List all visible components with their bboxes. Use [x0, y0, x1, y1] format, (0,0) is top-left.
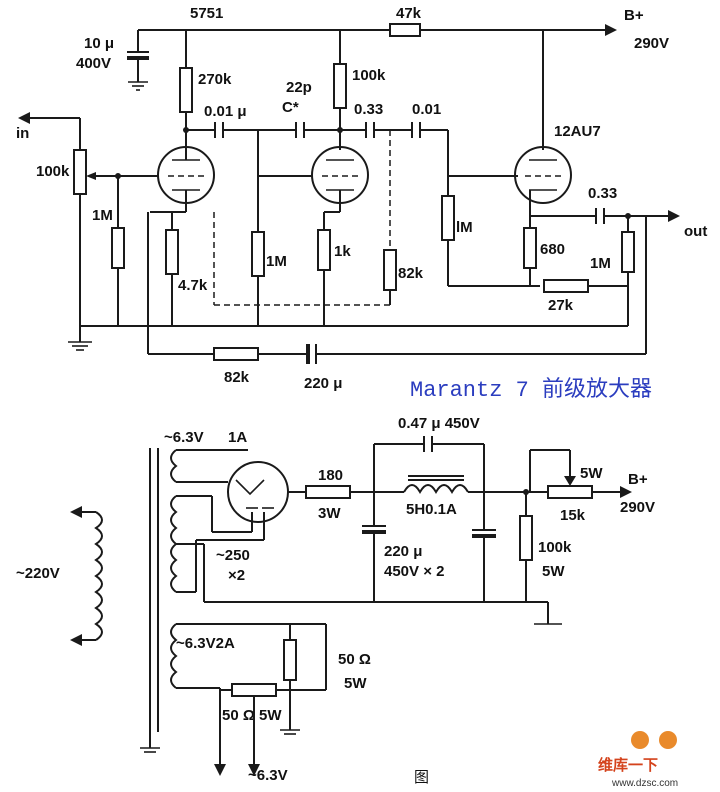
label-3w: 3W	[318, 505, 341, 522]
heater-winding-a	[170, 449, 178, 483]
label-1m-out: 1M	[590, 255, 611, 272]
label-22p: 22p	[286, 79, 312, 96]
label-1k: 1k	[334, 243, 351, 260]
label-680: 680	[540, 241, 565, 258]
label-033-mid: 0.33	[354, 101, 383, 118]
label-100k: 100k	[538, 539, 572, 556]
label-10u: 10 μ	[84, 35, 114, 52]
resistor-50-b	[231, 683, 277, 697]
label-270k: 270k	[198, 71, 232, 88]
label-82k-a: 82k	[398, 265, 424, 282]
label-pot-5w: 5W	[580, 465, 603, 482]
label-1m-a: 1M	[266, 253, 287, 270]
watermark-url: www.dzsc.com	[611, 778, 678, 789]
label-15k: 15k	[560, 507, 586, 524]
label-220u-fb: 220 μ	[304, 375, 342, 392]
label-50-b: 50 Ω 5W	[222, 707, 282, 724]
preamp-section: 47k 5751 B+ 290V 10 μ 400V 270k 0.01 μ	[16, 5, 707, 392]
label-220u: 220 μ	[384, 543, 422, 560]
label-psu-bplus: B+	[628, 471, 648, 488]
resistor-27k	[543, 279, 589, 293]
psu-section: ~220V ~6.3V 1A ~250 ×2	[16, 415, 655, 784]
label-450v-x2: 450V × 2	[384, 563, 444, 580]
figure-caption: 图	[414, 769, 429, 786]
label-50-a: 50 Ω	[338, 651, 371, 668]
input-arrow-icon	[18, 112, 30, 124]
label-27k: 27k	[548, 297, 574, 314]
heater-winding-b	[170, 623, 178, 689]
watermark: 维库一下 www.dzsc.com	[598, 731, 678, 789]
resistor-82k-a	[383, 249, 397, 291]
transformer-primary	[94, 511, 103, 641]
resistor-4k7	[165, 229, 179, 275]
bplus-arrow-icon	[605, 24, 617, 36]
resistor-1k	[317, 229, 331, 271]
label-100k-plate: 100k	[352, 67, 386, 84]
resistor-82k-fb	[213, 347, 259, 361]
resistor-1m-out	[621, 231, 635, 273]
label-033-out: 0.33	[588, 185, 617, 202]
label-47k: 47k	[396, 5, 422, 22]
label-bplus: B+	[624, 7, 644, 24]
label-047u: 0.47 μ 450V	[398, 415, 480, 432]
potentiometer-15k[interactable]	[547, 485, 593, 499]
tube-v3	[514, 146, 572, 204]
capacitor-10u	[127, 56, 149, 60]
resistor-680	[523, 227, 537, 269]
label-1m-grid: lM	[456, 219, 473, 236]
resistor-270k	[179, 67, 193, 113]
label-out: out	[684, 223, 707, 240]
label-82k-fb: 82k	[224, 369, 250, 386]
label-180: 180	[318, 467, 343, 484]
resistor-50-a	[283, 639, 297, 681]
label-psu-290v: 290V	[620, 499, 655, 516]
label-4k7: 4.7k	[178, 277, 208, 294]
label-6v3-out: ~6.3V	[248, 767, 288, 784]
label-choke: 5H0.1A	[406, 501, 457, 518]
label-pot-100k: 100k	[36, 163, 70, 180]
label-0.01u: 0.01 μ	[204, 103, 247, 120]
label-12au7: 12AU7	[554, 123, 601, 140]
label-x2: ×2	[228, 567, 245, 584]
label-cstar: C*	[282, 99, 299, 116]
hv-winding	[170, 495, 178, 593]
rectifier-tube	[227, 461, 289, 523]
label-1m-input: 1M	[92, 207, 113, 224]
resistor-100k-plate	[333, 63, 347, 109]
potentiometer-100k[interactable]	[73, 149, 87, 195]
resistor-100k-bleeder	[519, 515, 533, 561]
label-5751: 5751	[190, 5, 223, 22]
resistor-47k	[389, 23, 421, 37]
label-290v: 290V	[634, 35, 669, 52]
label-6v3-a: ~6.3V	[164, 429, 204, 446]
bplus-out-arrow-icon	[620, 486, 632, 498]
label-001-right: 0.01	[412, 101, 441, 118]
resistor-180	[305, 485, 351, 499]
label-220v: ~220V	[16, 565, 60, 582]
label-1a: 1A	[228, 429, 247, 446]
label-250: ~250	[216, 547, 250, 564]
resistor-1m-input	[111, 227, 125, 269]
resistor-1m-a	[251, 231, 265, 277]
label-50-a-5w: 5W	[344, 675, 367, 692]
diagram-title: Marantz 7 前级放大器	[410, 377, 652, 403]
choke	[403, 484, 469, 495]
label-400v: 400V	[76, 55, 111, 72]
label-6v3-2a: ~6.3V2A	[176, 635, 235, 652]
label-in: in	[16, 125, 29, 142]
watermark-brand: 维库一下	[598, 756, 658, 774]
resistor-1m-grid	[441, 195, 455, 241]
watermark-logo-icon	[631, 731, 649, 749]
output-arrow-icon	[668, 210, 680, 222]
label-100k-5w: 5W	[542, 563, 565, 580]
